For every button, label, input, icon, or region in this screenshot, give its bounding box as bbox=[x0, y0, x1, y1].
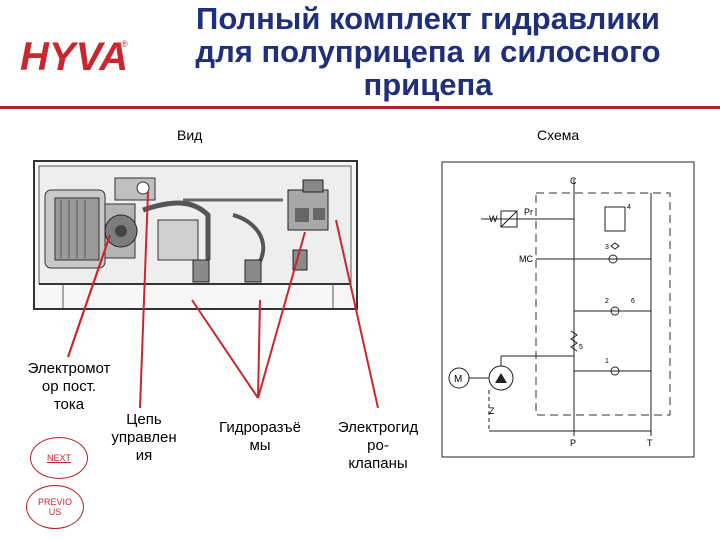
title-line-1: Полный комплект гидравлики bbox=[196, 1, 660, 36]
hyva-logo: HYVA ® bbox=[20, 35, 128, 77]
view-label: Вид bbox=[177, 127, 203, 143]
callout-control-line-2: управлен bbox=[111, 429, 177, 446]
equipment-photo bbox=[33, 160, 358, 310]
previous-button-label-1: PREVIO bbox=[37, 497, 72, 507]
registered-mark: ® bbox=[121, 39, 128, 49]
next-button-label: NEXT bbox=[46, 453, 71, 463]
callout-valves: Электрогид ро- клапаны bbox=[326, 419, 430, 473]
schema-label-m: M bbox=[454, 374, 462, 385]
schema-num-6: 6 bbox=[631, 298, 635, 305]
schema-label-mc: MC bbox=[519, 254, 533, 264]
callout-motor-line-2: ор пост. bbox=[41, 378, 97, 395]
schema-num-4: 4 bbox=[627, 204, 631, 211]
previous-button-label-2: US bbox=[48, 507, 62, 517]
schema-port-t: T bbox=[647, 438, 653, 448]
schema-label-z: Z bbox=[489, 406, 495, 416]
schema-label-pr: Pr bbox=[524, 207, 533, 217]
hydraulic-schema: C W Pr MC 4 3 2 6 5 1 M Z P T bbox=[441, 161, 695, 458]
schema-port-c: C bbox=[570, 176, 577, 186]
callout-motor-line-3: тока bbox=[53, 396, 85, 413]
logo-text: HYVA bbox=[20, 35, 128, 77]
schema-num-3: 3 bbox=[605, 244, 609, 251]
title-line-2: для полуприцепа и силосного bbox=[195, 34, 661, 69]
callout-motor-line-1: Электромот bbox=[27, 360, 111, 377]
schema-port-p: P bbox=[570, 438, 576, 448]
callout-connectors-line-1: Гидроразъё bbox=[219, 419, 301, 436]
next-button[interactable]: NEXT bbox=[30, 437, 88, 479]
callout-valves-line-3: клапаны bbox=[348, 455, 408, 472]
callout-motor: Электромот ор пост. тока bbox=[14, 360, 124, 414]
schema-num-2: 2 bbox=[605, 298, 609, 305]
callout-connectors: Гидроразъё мы bbox=[200, 419, 320, 455]
callout-valves-line-1: Электрогид bbox=[337, 419, 419, 436]
schema-label: Схема bbox=[537, 127, 580, 143]
schema-num-5: 5 bbox=[579, 344, 583, 351]
callout-control-line-1: Цепь bbox=[126, 411, 162, 428]
callout-control: Цепь управлен ия bbox=[104, 411, 184, 465]
schema-v-symbol: W bbox=[489, 214, 498, 224]
callout-connectors-line-2: мы bbox=[249, 437, 271, 454]
title-divider bbox=[0, 106, 720, 109]
previous-button[interactable]: PREVIO US bbox=[26, 485, 84, 529]
callout-valves-line-2: ро- bbox=[367, 437, 389, 454]
callout-control-line-3: ия bbox=[135, 447, 153, 464]
title-line-3: прицепа bbox=[363, 67, 493, 102]
slide-title: Полный комплект гидравлики для полуприце… bbox=[148, 2, 708, 101]
schema-num-1: 1 bbox=[605, 358, 609, 365]
